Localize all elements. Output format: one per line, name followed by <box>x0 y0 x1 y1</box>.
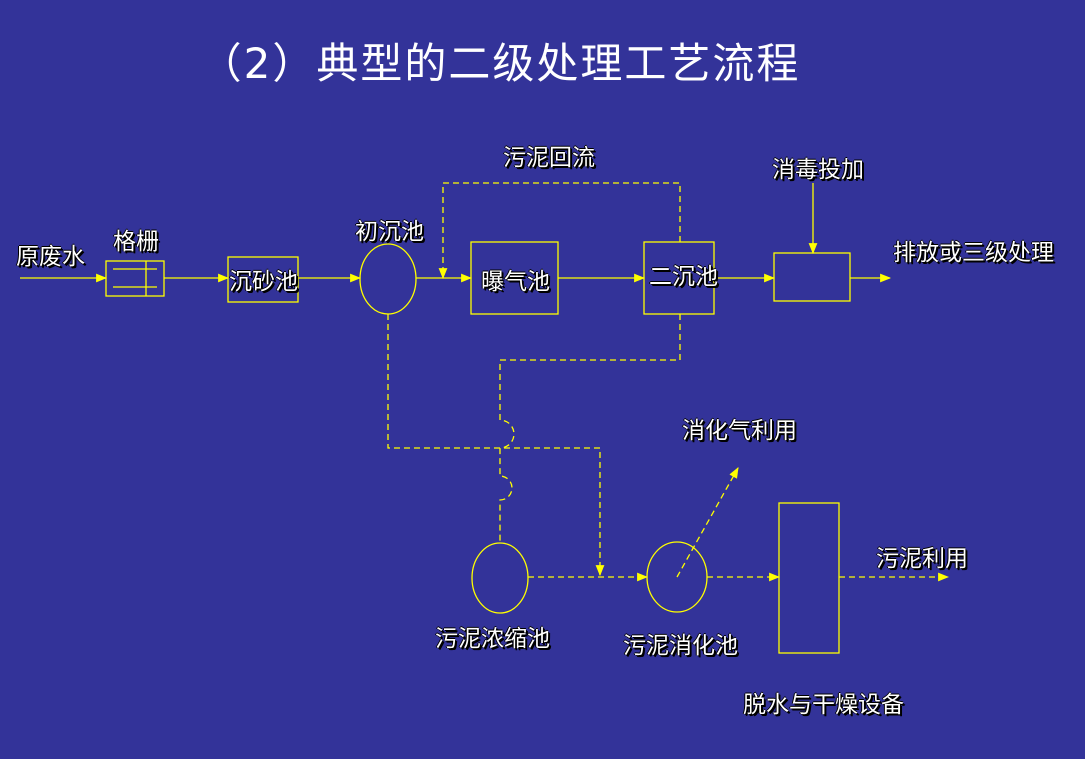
label-grit-chamber: 沉砂池 <box>229 269 298 295</box>
grit-chamber-unit <box>227 256 299 303</box>
slide-title: （2）典型的二级处理工艺流程 <box>199 39 801 88</box>
label-aeration-tank: 曝气池 <box>481 269 550 295</box>
biogas-line <box>676 467 739 578</box>
primary-clarifier-unit <box>359 243 417 315</box>
waste-sludge-line <box>499 314 681 543</box>
label-discharge: 排放或三级处理 <box>893 240 1054 266</box>
label-secondary-clarifier: 二沉池 <box>649 264 718 290</box>
return-sludge-line <box>438 182 681 280</box>
label-disinfection-dose: 消毒投加 <box>772 157 864 183</box>
label-raw-water: 原废水 <box>16 244 85 270</box>
label-dewatering-equipment: 脱水与干燥设备 <box>743 692 904 718</box>
label-sludge-thickener: 污泥浓缩池 <box>435 626 550 652</box>
label-return-sludge: 污泥回流 <box>503 145 595 171</box>
screen-unit <box>105 260 165 297</box>
label-screen: 格栅 <box>113 229 159 255</box>
primary-sludge-line <box>387 314 605 577</box>
label-biogas-use: 消化气利用 <box>682 418 797 444</box>
label-sludge-digester: 污泥消化池 <box>623 633 738 659</box>
disinfection-unit <box>773 252 851 302</box>
dewatering-unit <box>778 502 840 654</box>
label-sludge-use: 污泥利用 <box>876 546 968 572</box>
label-primary-clarifier: 初沉池 <box>355 219 424 245</box>
sludge-thickener-unit <box>471 542 529 614</box>
